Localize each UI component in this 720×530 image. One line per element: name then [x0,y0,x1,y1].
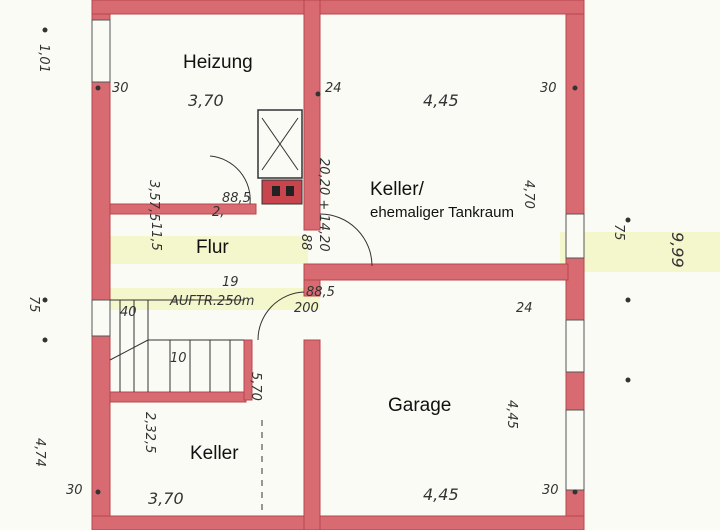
wall-left [91,0,111,530]
dim-stair-40: 40 [120,305,137,320]
door-tank-arc [319,213,373,267]
dim-heizung-depth: 3,57,5 [146,180,161,221]
room-label-flur: Flur [196,237,229,258]
dim-wall-200: 200 [294,301,319,316]
wall-bottom [91,515,585,530]
wall-garage-corner [303,279,321,297]
room-label-garage: Garage [388,395,451,416]
room-label-keller: Keller [190,443,239,464]
dim-stair-10: 10 [170,351,187,366]
dim-right-999: 9,99 [668,232,687,268]
dim-tank-width: 4,45 [423,91,459,110]
dim-garage-24: 24 [516,301,533,316]
dim-wall-30-d: 30 [542,483,559,498]
window-left-mid [91,299,111,337]
room-label-keller-tank: Keller/ [370,179,425,200]
flur-highlight [108,236,308,264]
window-right-bottom [565,409,585,491]
window-right-lower [565,319,585,373]
door-heizung-arc [209,155,251,205]
dim-flur-aufr: AUFTR.250m [169,294,254,309]
stair-highlight [100,288,320,310]
dim-left-474: 4,74 [32,438,47,467]
dim-wall-30-a: 30 [112,81,129,96]
dim-wall-885: 88,5 [306,285,335,300]
dim-heizung-width: 3,70 [188,91,224,110]
wall-stair-keller [109,391,247,403]
dim-left-101: 1,01 [36,44,51,73]
dim-keller-width: 3,70 [148,489,184,508]
door-garage-arc [257,291,305,341]
dim-wall-30-c: 30 [66,483,83,498]
dim-wall-30-b: 30 [540,81,557,96]
chimney-flue-1 [272,186,280,196]
chimney-flue-2 [286,186,294,196]
dim-opening-885: 88,5 [222,191,251,206]
dim-stair-length: 5,70 [248,372,263,401]
staircase [109,299,263,510]
wall-keller-garage [303,339,321,530]
wall-heizung-tank [303,0,321,231]
dim-garage-width: 4,45 [423,485,459,504]
right-highlight [560,232,720,272]
wall-tank-garage [303,263,569,281]
wall-stair-side [243,339,253,401]
room-label-tankraum: ehemaliger Tankraum [370,204,514,221]
window-left-top [91,19,111,83]
dim-tank-door: 20,20 + 14,20 [316,158,331,252]
window-right-mid [565,213,585,259]
room-label-heizung: Heizung [183,52,253,73]
dim-flur-19: 19 [222,275,239,290]
boiler [257,109,303,179]
dim-opening-2: 2, [212,205,224,220]
dim-door-88: 88 [298,234,313,251]
wall-heizung-flur [109,203,257,215]
dim-wall-24: 24 [325,81,342,96]
dim-keller-depth: 2,32,5 [142,412,157,453]
chimney [261,179,303,205]
dim-left-75: 75 [26,296,41,313]
dim-flur-115: 11,5 [148,222,163,251]
dim-tank-depth: 4,70 [521,180,536,209]
dim-right-75: 75 [611,224,626,241]
dim-garage-depth: 4,45 [504,400,519,429]
wall-top [91,0,585,15]
